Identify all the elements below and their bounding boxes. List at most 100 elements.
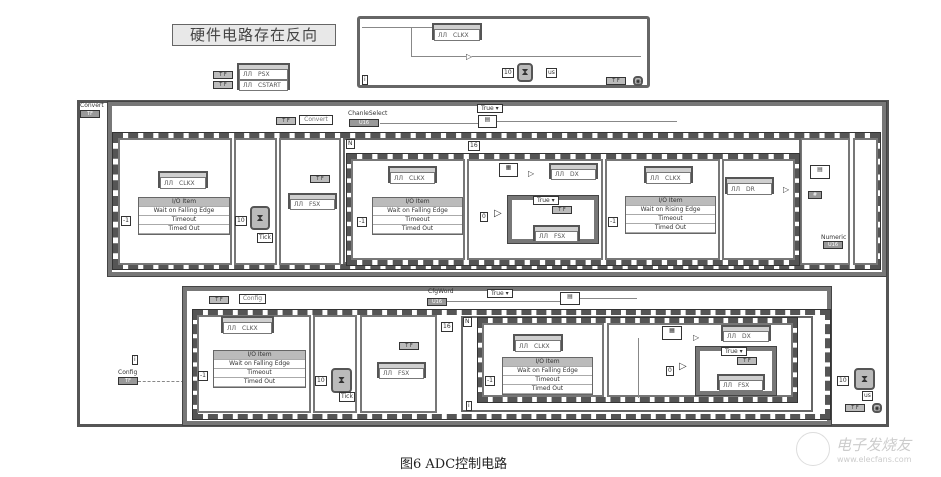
fsx-constant[interactable]: T F [552, 206, 572, 214]
timeout-constant[interactable]: -1 [608, 217, 618, 227]
convert-constant[interactable]: T F [276, 117, 296, 125]
sequence-frame [722, 159, 795, 260]
io-item-node[interactable]: I/O Item Wait on Falling Edge Timeout Ti… [502, 357, 593, 395]
unit-label: us [862, 391, 873, 401]
io-item-node[interactable]: I/O Item Wait on Falling Edge Timeout Ti… [372, 197, 463, 235]
loop-count-constant[interactable]: 16 [468, 141, 480, 151]
convert-local-variable[interactable]: Convert [299, 115, 333, 125]
channel-select-control[interactable]: U16 [349, 119, 379, 127]
waveform-icon: ЛЛ [727, 333, 737, 340]
io-item-node[interactable]: I/O Item Wait on Rising Edge Timeout Tim… [625, 196, 716, 234]
cfgword-control[interactable]: U16 [427, 298, 447, 306]
waveform-icon: ЛЛ [383, 370, 393, 377]
hardware-inversion-note: 硬件电路存在反向 [172, 24, 336, 46]
psx-constant[interactable]: T F [213, 71, 233, 79]
wait-timer-icon[interactable]: ⧗ [250, 206, 270, 230]
wait-constant[interactable]: 10 [235, 216, 247, 226]
watermark-logo [796, 432, 830, 466]
fsx-constant[interactable]: T F [737, 357, 757, 365]
tick-label: Tick [257, 233, 273, 243]
case-selector[interactable]: True ▾ [533, 196, 559, 205]
waveform-icon: ЛЛ [438, 31, 448, 39]
index-array-icon: ▦ [662, 326, 682, 340]
config-terminal[interactable]: TF [118, 377, 138, 385]
wire [411, 56, 641, 57]
stop-constant[interactable]: T F [845, 404, 865, 412]
unit-label: us [546, 68, 557, 78]
wait-constant[interactable]: 10 [315, 376, 327, 386]
stop-icon[interactable]: ◉ [633, 76, 643, 86]
compare-icon: ▷ [494, 208, 502, 219]
wait-constant[interactable]: 10 [837, 376, 849, 386]
waveform-icon: ЛЛ [539, 233, 549, 240]
convert-terminal[interactable]: TF [80, 110, 100, 118]
channel-select-label: ChanleSelect [348, 110, 388, 117]
waveform-icon: ЛЛ [164, 179, 174, 187]
wait-constant[interactable]: 10 [502, 68, 514, 78]
zero-constant[interactable]: 0 [666, 366, 674, 376]
waveform-icon: ЛЛ [650, 174, 660, 182]
iteration-terminal: i [466, 401, 472, 411]
stop-constant[interactable]: T F [606, 77, 626, 85]
config-terminal-label: Config [118, 369, 138, 376]
wait-timer-icon[interactable]: ⧗ [331, 368, 352, 393]
stop-icon[interactable]: ◉ [872, 403, 882, 413]
build-array-icon: ▤ [478, 115, 497, 128]
not-gate-icon: ▷ [528, 169, 535, 178]
timeout-constant[interactable]: -1 [198, 371, 208, 381]
cstart-constant[interactable]: T F [213, 81, 233, 89]
wire [380, 123, 480, 124]
build-array-icon: ▤ [560, 292, 580, 305]
sequence-frame [853, 138, 878, 265]
not-gate-icon: ▷ [466, 52, 473, 61]
wire [580, 298, 637, 299]
compare-icon: ▷ [679, 361, 687, 372]
wait-timer-icon[interactable]: ⧗ [517, 63, 533, 82]
timeout-constant[interactable]: -1 [357, 217, 367, 227]
waveform-icon: ЛЛ [243, 82, 253, 89]
timeout-constant[interactable]: -1 [485, 376, 495, 386]
not-gate-icon: ▷ [693, 333, 700, 342]
iteration-terminal: i [362, 75, 368, 85]
config-case-selector[interactable]: True ▾ [487, 289, 513, 298]
wait-timer-icon[interactable]: ⧗ [854, 368, 875, 390]
loop-count-terminal: N [346, 139, 355, 149]
waveform-icon: ЛЛ [519, 342, 529, 350]
wire [497, 121, 677, 122]
waveform-icon: ЛЛ [227, 324, 237, 332]
wire [638, 338, 639, 398]
numeric-label: Numeric [821, 234, 847, 241]
timeout-constant[interactable]: -1 [121, 216, 131, 226]
convert-case-selector[interactable]: True ▾ [477, 104, 503, 113]
sequence-frame [234, 138, 277, 265]
io-item-node[interactable]: I/O Item Wait on Falling Edge Timeout Ti… [138, 197, 230, 235]
io-item-node[interactable]: I/O Item Wait on Falling Edge Timeout Ti… [213, 350, 306, 388]
waveform-icon: ЛЛ [243, 71, 253, 78]
fsx-constant[interactable]: T F [310, 175, 330, 183]
config-constant[interactable]: T F [209, 296, 229, 304]
figure-caption: 图6 ADC控制电路 [400, 457, 508, 472]
index-array-icon: ▦ [499, 163, 518, 177]
config-local-variable[interactable]: Config [239, 294, 266, 304]
tick-label: Tick [339, 392, 355, 402]
loop-count-constant[interactable]: 16 [441, 322, 453, 332]
waveform-icon: ЛЛ [294, 201, 304, 208]
case-selector[interactable]: True ▾ [721, 347, 747, 356]
zero-constant[interactable]: 0 [480, 212, 488, 222]
fsx-constant[interactable]: T F [399, 342, 419, 350]
waveform-icon: ЛЛ [731, 185, 741, 193]
